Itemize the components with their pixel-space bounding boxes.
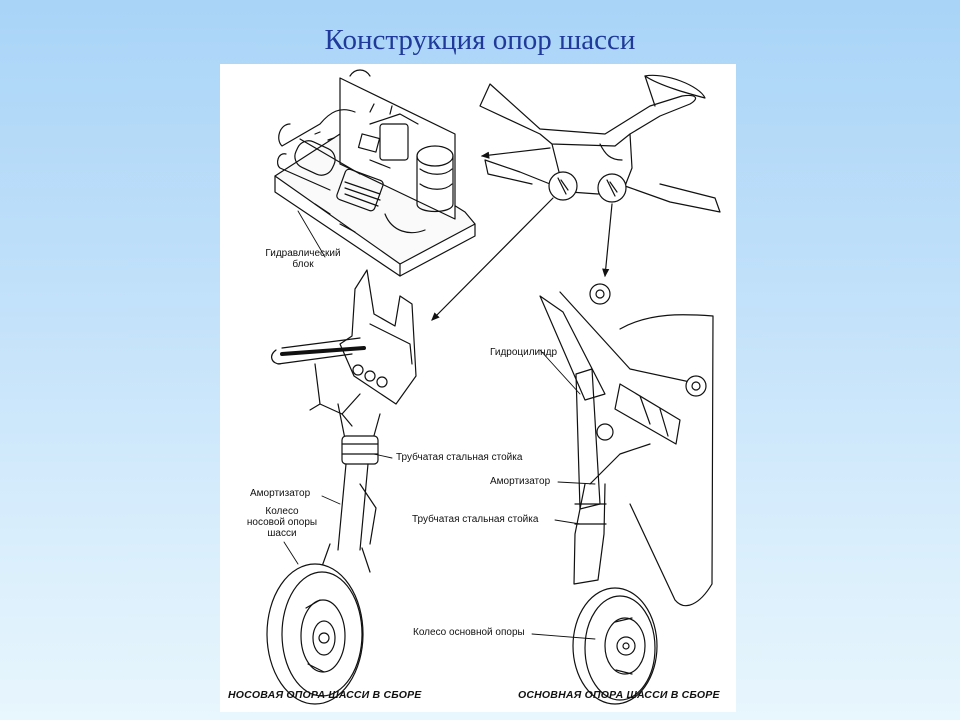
caption-main-gear-assembly: ОСНОВНАЯ ОПОРА ШАССИ В СБОРЕ <box>518 689 720 701</box>
main-gear-drawing <box>539 283 714 705</box>
landing-gear-figure: Гидравлический блок Гидроцилиндр Трубчат… <box>220 64 736 712</box>
slide-title: Конструкция опор шасси <box>324 24 636 56</box>
nose-gear-drawing <box>266 269 417 705</box>
label-nose-shock-absorber: Амортизатор <box>250 488 311 499</box>
label-nose-wheel: Колесо носовой опоры шасси <box>246 506 318 539</box>
label-hydraulic-block: Гидравлический блок <box>265 248 341 270</box>
hydraulic-block-drawing <box>274 69 476 277</box>
label-main-wheel: Колесо основной опоры <box>413 627 525 638</box>
label-main-strut: Трубчатая стальная стойка <box>412 514 539 525</box>
landing-gear-drawing <box>266 69 721 705</box>
label-main-shock-absorber: Амортизатор <box>490 476 551 487</box>
label-nose-strut: Трубчатая стальная стойка <box>396 452 523 463</box>
label-hydraulic-cylinder: Гидроцилиндр <box>490 347 558 358</box>
arrow-to-main-gear <box>602 203 613 278</box>
caption-nose-gear-assembly: НОСОВАЯ ОПОРА ШАССИ В СБОРЕ <box>228 689 422 701</box>
aircraft-top-view-drawing <box>479 74 721 213</box>
arrow-to-nose-gear <box>431 197 554 321</box>
arrow-to-hydraulic-block <box>480 147 551 159</box>
